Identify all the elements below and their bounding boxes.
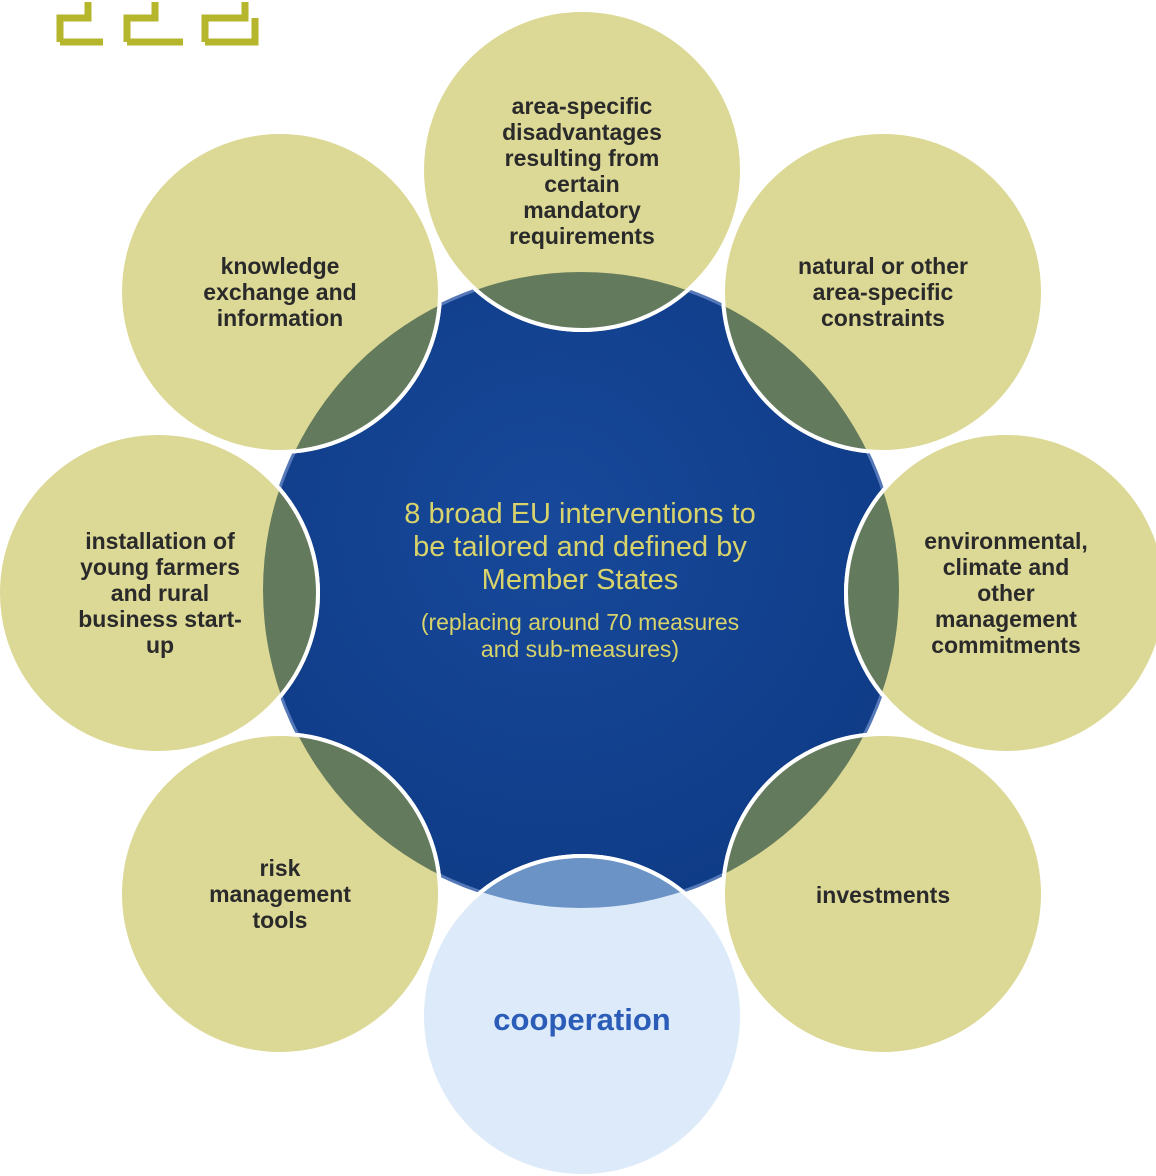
label-natural-constraints: natural or other area-specific constrain…: [798, 253, 968, 331]
label-young-farmers: installation of young farmers and rural …: [78, 528, 242, 658]
label-cooperation: cooperation: [493, 1002, 671, 1037]
center-title: 8 broad EU interventions to be tailored …: [404, 498, 756, 596]
label-environmental-commitments: environmental, climate and other managem…: [924, 528, 1088, 658]
label-investments: investments: [815, 882, 951, 908]
center-subtitle: (replacing around 70 measures and sub-me…: [420, 609, 740, 662]
label-area-specific-disadvantages: area-specific disadvantages resulting fr…: [502, 93, 662, 249]
label-risk-management: risk management tools: [209, 855, 351, 933]
overlap-environmental-commitments: [844, 431, 899, 755]
center-label: 8 broad EU interventions to be tailored …: [330, 498, 830, 663]
overlap-area-specific-disadvantages: [420, 272, 744, 332]
overlap-cooperation: [420, 854, 744, 908]
logo-graphic: [56, 2, 259, 46]
overlap-young-farmers: [263, 431, 320, 755]
label-knowledge-exchange: knowledge exchange and information: [203, 253, 357, 331]
